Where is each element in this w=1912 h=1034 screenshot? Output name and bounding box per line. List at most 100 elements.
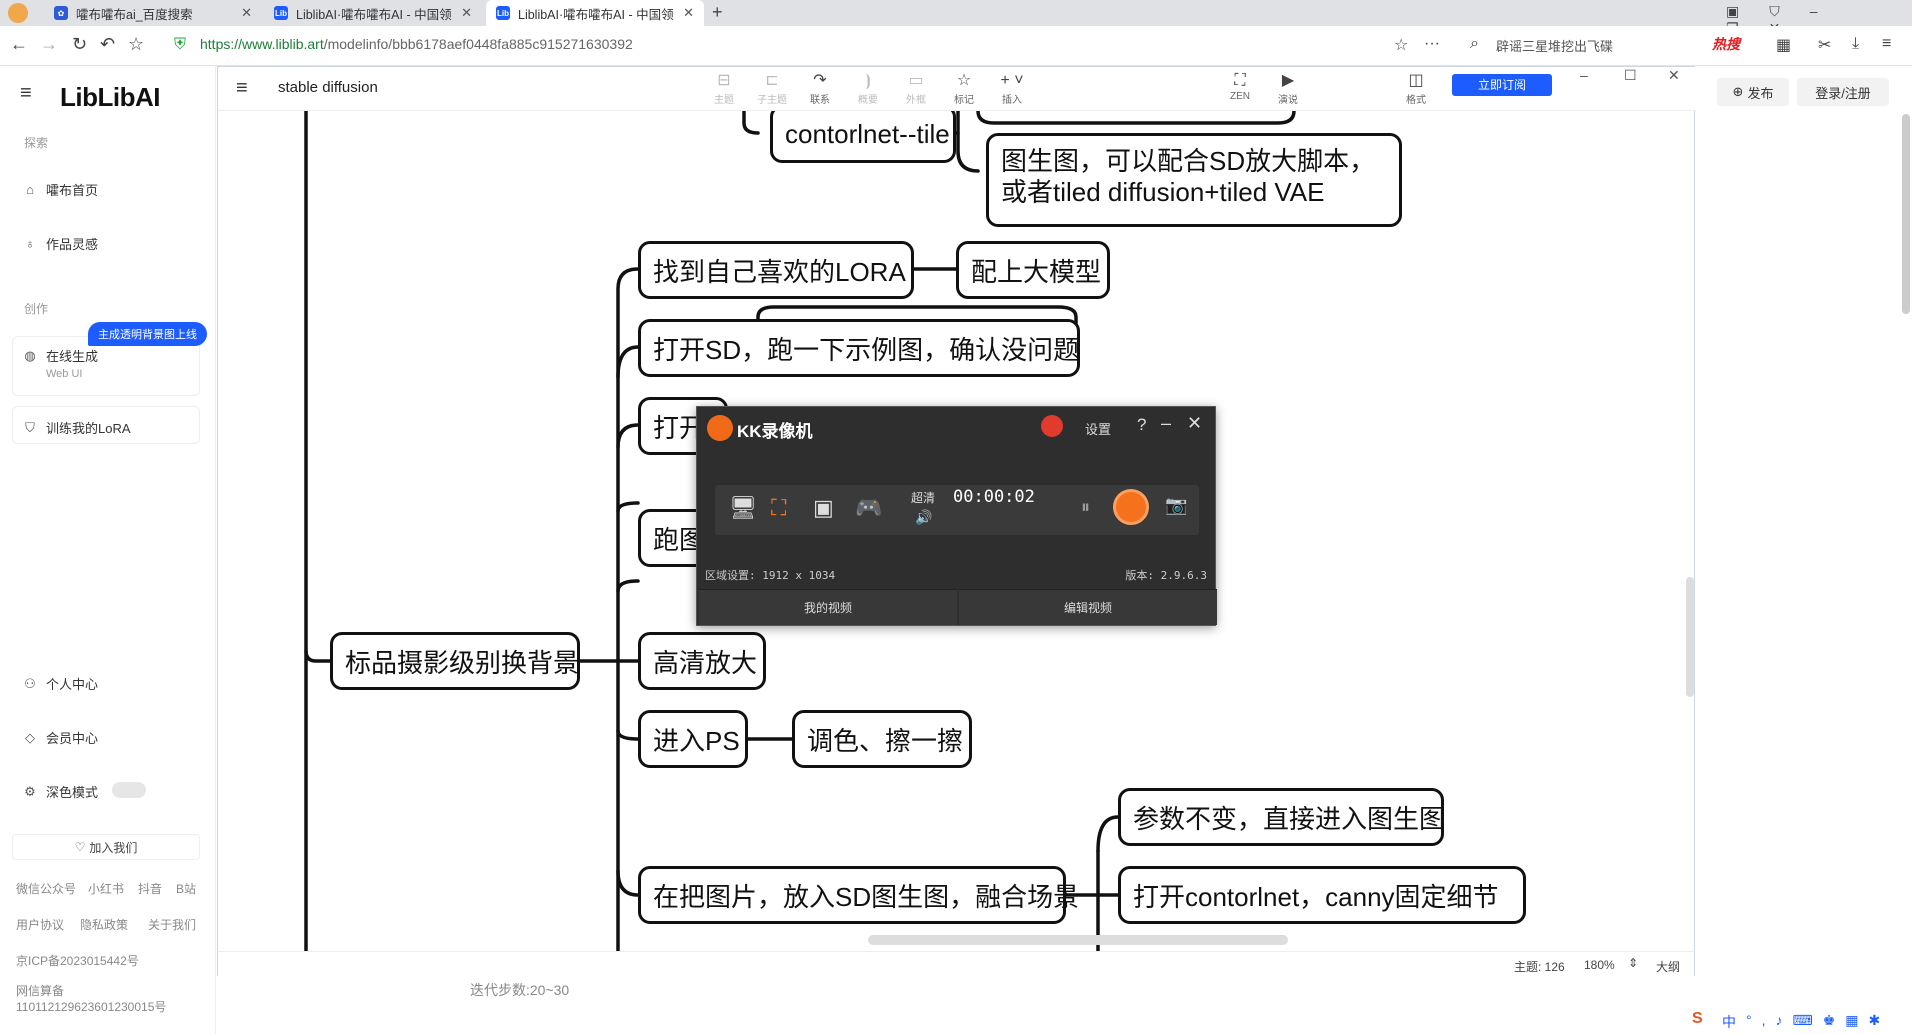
editor-close-icon[interactable]: ✕ bbox=[1668, 67, 1680, 83]
back-icon[interactable]: ← bbox=[10, 34, 28, 54]
train-lora-card[interactable] bbox=[12, 406, 200, 444]
game-mode-icon[interactable]: 🎮 bbox=[855, 495, 883, 520]
sidebar-item-dark-mode[interactable]: ⚙深色模式 bbox=[22, 782, 98, 801]
close-icon[interactable]: ✕ bbox=[461, 5, 472, 20]
ime-indicator[interactable]: 中 bbox=[1722, 1014, 1736, 1030]
online-gen-card[interactable] bbox=[12, 336, 200, 396]
forward-icon[interactable]: → bbox=[40, 34, 58, 54]
dark-mode-toggle[interactable] bbox=[112, 782, 146, 798]
mic-icon[interactable]: ♪ bbox=[1775, 1012, 1793, 1028]
join-us-button[interactable]: ♡加入我们 bbox=[12, 834, 200, 860]
zoom-level[interactable]: 180% bbox=[1584, 958, 1615, 972]
pause-icon[interactable]: ⏸ bbox=[1081, 497, 1090, 517]
sidebar-item-online-gen[interactable]: ◍在线生成 bbox=[22, 346, 98, 365]
close-icon[interactable]: ✕ bbox=[683, 5, 694, 20]
keyboard-icon[interactable]: ⌨ bbox=[1792, 1012, 1823, 1028]
site-logo[interactable]: LibLibAI bbox=[60, 82, 160, 112]
region-mode-icon[interactable]: ⛶ bbox=[771, 495, 787, 520]
sidebar-item-member[interactable]: ◇会员中心 bbox=[22, 728, 98, 747]
mindmap-node[interactable]: 高清放大 bbox=[638, 632, 766, 690]
new-tab-button[interactable]: + bbox=[712, 2, 723, 22]
browser-search-input[interactable]: 辟谣三星堆挖出飞碟 bbox=[1496, 39, 1614, 54]
mindmap-node[interactable]: 进入PS bbox=[638, 710, 748, 768]
undo-icon[interactable]: ↶ bbox=[100, 34, 116, 54]
browser-tab-2[interactable]: Lib LiblibAI·嚯布嚯布AI - 中国领 ✕ bbox=[264, 0, 482, 26]
login-button[interactable]: 登录/注册 bbox=[1797, 78, 1889, 106]
mindmap-node-central[interactable]: 标品摄影级别换背景 bbox=[330, 632, 580, 690]
tool-insert[interactable]: + ˅插入 bbox=[992, 71, 1032, 106]
bookmark-star-icon[interactable]: ☆ bbox=[1394, 37, 1409, 54]
mindmap-node[interactable]: 参数不变，直接进入图生图 bbox=[1118, 788, 1445, 846]
footer-link-bilibili[interactable]: B站 bbox=[176, 882, 197, 896]
volume-icon[interactable]: 🔊 bbox=[915, 509, 933, 525]
browser-profile-icon[interactable] bbox=[8, 3, 28, 23]
editor-menu-icon[interactable]: ≡ bbox=[236, 77, 248, 99]
mindmap-canvas[interactable]: contorlnet--tile 图生图，可以配合SD放大脚本，或者tiled … bbox=[218, 111, 1696, 977]
punct-icon[interactable]: °, bbox=[1746, 1012, 1776, 1028]
scissors-icon[interactable]: ✂ bbox=[1818, 37, 1832, 54]
favorites-icon[interactable]: ☆ bbox=[128, 34, 145, 54]
subscribe-button[interactable]: 立即订阅 bbox=[1452, 74, 1552, 96]
skin-icon[interactable]: ♚ bbox=[1822, 1012, 1846, 1028]
editor-maximize-icon[interactable]: ☐ bbox=[1624, 67, 1637, 83]
horizontal-scrollbar[interactable] bbox=[868, 935, 1288, 945]
sogou-icon[interactable]: S bbox=[1692, 1010, 1703, 1027]
tool-present[interactable]: ▶演说 bbox=[1268, 71, 1308, 106]
tools-icon[interactable]: ▦ bbox=[1845, 1012, 1869, 1028]
hot-search-link[interactable]: 热搜 bbox=[1712, 36, 1740, 52]
screenshot-icon[interactable]: 📷 bbox=[1165, 495, 1188, 515]
footer-link-about[interactable]: 关于我们 bbox=[148, 918, 197, 932]
zoom-stepper-icon[interactable]: ⇕ bbox=[1628, 956, 1639, 970]
window-mode-icon[interactable]: ▣ bbox=[813, 495, 834, 520]
icp-record[interactable]: 京ICP备2023015442号 bbox=[16, 954, 139, 968]
mindmap-node[interactable]: 配上大模型 bbox=[956, 241, 1110, 299]
tool-format[interactable]: ◫格式 bbox=[1396, 71, 1436, 106]
sidebar-item-inspiration[interactable]: ♁作品灵感 bbox=[22, 234, 98, 253]
fullscreen-mode-icon[interactable]: 🖥 bbox=[729, 495, 757, 520]
tool-topic[interactable]: ⊟主题 bbox=[704, 71, 744, 106]
minimize-icon[interactable]: – bbox=[1809, 3, 1848, 19]
tool-relation[interactable]: ↷联系 bbox=[800, 71, 840, 106]
browser-tab-3[interactable]: Lib LiblibAI·嚯布嚯布AI - 中国领 ✕ bbox=[486, 0, 704, 26]
mindmap-node[interactable]: 打开SD，跑一下示例图，确认没问题 bbox=[638, 319, 1080, 377]
record-button[interactable] bbox=[1113, 489, 1149, 525]
outline-button[interactable]: 大纲 bbox=[1656, 960, 1681, 974]
footer-link-privacy[interactable]: 隐私政策 bbox=[80, 918, 129, 932]
tool-boundary[interactable]: ▭外框 bbox=[896, 71, 936, 106]
kk-tab-edit-video[interactable]: 编辑视频 bbox=[959, 589, 1217, 625]
kk-quality[interactable]: 超清 bbox=[911, 491, 936, 505]
footer-link-terms[interactable]: 用户协议 bbox=[16, 918, 65, 932]
search-icon[interactable]: ⌕ bbox=[1470, 35, 1479, 52]
more-icon[interactable]: ··· bbox=[1424, 35, 1440, 52]
mindmap-node[interactable]: 打开contorlnet，canny固定细节 bbox=[1118, 866, 1526, 924]
menu-icon[interactable]: ≡ bbox=[1882, 35, 1892, 52]
mindmap-node[interactable]: contorlnet--tile bbox=[770, 111, 956, 163]
kk-skin-icon[interactable] bbox=[1041, 415, 1063, 437]
reload-icon[interactable]: ↻ bbox=[72, 34, 88, 54]
footer-link-douyin[interactable]: 抖音 bbox=[138, 882, 163, 896]
tool-marker[interactable]: ☆标记 bbox=[944, 71, 984, 106]
kk-close-icon[interactable]: ✕ bbox=[1187, 413, 1203, 433]
publish-button[interactable]: ⊕发布 bbox=[1717, 78, 1789, 106]
close-icon[interactable]: ✕ bbox=[241, 5, 252, 20]
mindmap-node[interactable]: 图生图，可以配合SD放大脚本，或者tiled diffusion+tiled V… bbox=[986, 133, 1402, 227]
vertical-scrollbar[interactable] bbox=[1686, 577, 1694, 697]
url-field[interactable]: https://www.liblib.art/modelinfo/bbb6178… bbox=[200, 36, 633, 52]
sidebar-item-home[interactable]: ⌂嚯布首页 bbox=[22, 180, 98, 199]
document-title[interactable]: stable diffusion bbox=[278, 79, 378, 96]
tool-subtopic[interactable]: ⊏子主题 bbox=[752, 71, 792, 106]
page-scrollbar[interactable] bbox=[1902, 114, 1910, 314]
tool-zen[interactable]: ⛶ZEN bbox=[1220, 71, 1260, 102]
kk-tab-my-videos[interactable]: 我的视频 bbox=[699, 589, 957, 625]
kk-help-button[interactable]: ? bbox=[1137, 415, 1147, 434]
editor-minimize-icon[interactable]: – bbox=[1580, 67, 1588, 83]
mindmap-node[interactable]: 找到自己喜欢的LORA bbox=[638, 241, 914, 299]
new-feature-badge[interactable]: 主成透明背景图上线 bbox=[88, 322, 207, 346]
footer-link-xhs[interactable]: 小红书 bbox=[88, 882, 125, 896]
shirt-icon[interactable]: ⛉ bbox=[1769, 3, 1810, 19]
kk-settings-button[interactable]: 设置 bbox=[1085, 422, 1112, 437]
footer-link-wechat[interactable]: 微信公众号 bbox=[16, 882, 77, 896]
settings-icon[interactable]: ✱ bbox=[1868, 1012, 1891, 1028]
tab-count-icon[interactable]: ▣ bbox=[1726, 3, 1770, 19]
kk-minimize-icon[interactable]: – bbox=[1161, 413, 1172, 433]
